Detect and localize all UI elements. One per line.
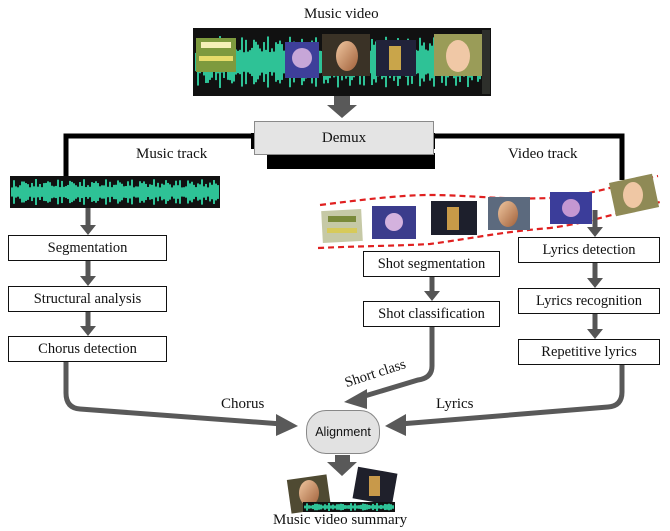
arrow-head [80, 276, 96, 286]
video-frame-6 [608, 173, 660, 217]
alignment-node: Alignment [306, 410, 380, 454]
music-video-filmstrip [193, 28, 491, 96]
video-track-filmstrip [317, 173, 661, 250]
structural-analysis-box: Structural analysis [8, 286, 167, 312]
alignment-label: Alignment [315, 425, 371, 439]
repetitive-lyrics-box: Repetitive lyrics [518, 339, 660, 365]
lyrics-detection-box: Lyrics detection [518, 237, 660, 263]
video-frame-4 [488, 197, 530, 230]
video-frame-2 [372, 206, 416, 239]
shot-segmentation-box: Shot segmentation [363, 251, 500, 277]
arrow-head [80, 225, 96, 235]
video-frame-3 [431, 201, 477, 235]
chorus-edge-label: Chorus [221, 396, 265, 412]
step-arrows [80, 208, 603, 339]
music-track-label: Music track [136, 146, 208, 162]
arrow-head [587, 278, 603, 288]
demux-label: Demux [321, 129, 367, 146]
music-video-title: Music video [304, 6, 379, 22]
video-frame-5 [550, 192, 592, 224]
summary-thumbnails [286, 466, 398, 514]
lyrics-recognition-box: Lyrics recognition [518, 288, 660, 314]
demux-box: Demux [254, 121, 434, 155]
video-frame-1 [321, 208, 363, 244]
video-track-label: Video track [508, 146, 578, 162]
arrow-head [424, 291, 440, 301]
lyrics-edge-label: Lyrics [436, 396, 474, 412]
chorus-detection-box: Chorus detection [8, 336, 167, 362]
arrow-head [587, 227, 603, 237]
arrow-head [80, 326, 96, 336]
shot-classification-box: Shot classification [363, 301, 500, 327]
merge-paths [63, 326, 625, 476]
music-video-frames [196, 30, 490, 94]
arrow-head [587, 329, 603, 339]
summary-caption: Music video summary [273, 512, 408, 528]
segmentation-box: Segmentation [8, 235, 167, 261]
music-track-waveform [10, 176, 220, 208]
